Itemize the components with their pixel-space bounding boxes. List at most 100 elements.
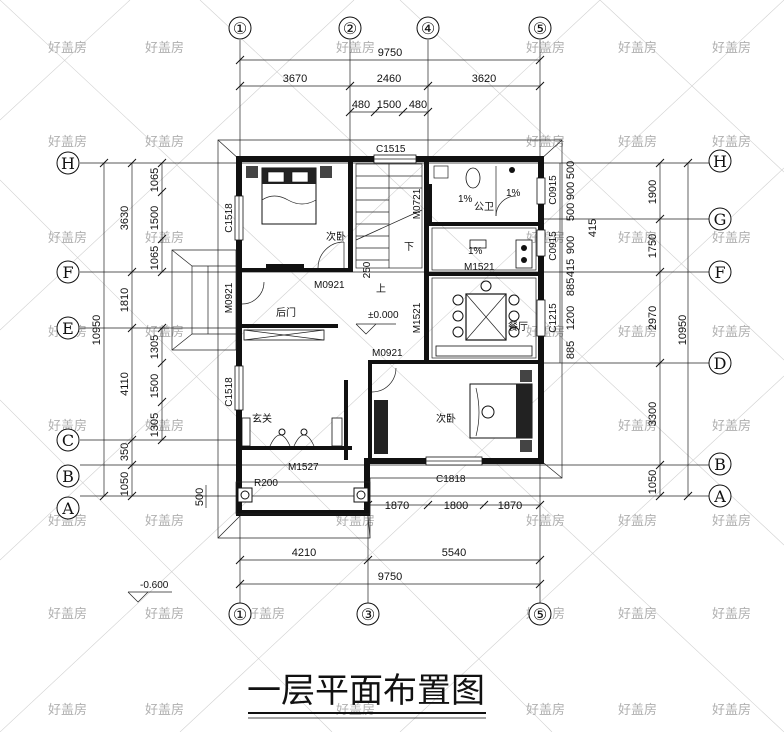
windows	[234, 154, 546, 466]
svg-text:④: ④	[421, 19, 435, 38]
svg-text:好盖房: 好盖房	[712, 230, 751, 246]
svg-text:后门: 后门	[276, 306, 296, 319]
svg-text:±0.000: ±0.000	[368, 310, 399, 321]
svg-text:D: D	[714, 354, 727, 373]
svg-text:好盖房: 好盖房	[712, 513, 751, 529]
svg-text:9750: 9750	[378, 571, 402, 583]
svg-text:E: E	[62, 319, 74, 338]
svg-text:-0.600: -0.600	[140, 580, 169, 591]
svg-text:好盖房: 好盖房	[48, 40, 87, 56]
svg-text:C0915: C0915	[548, 175, 559, 205]
svg-text:好盖房: 好盖房	[526, 324, 565, 340]
left-axis-markers: H F E C B A	[56, 151, 80, 520]
svg-text:③: ③	[361, 605, 375, 624]
svg-text:500: 500	[565, 161, 577, 179]
svg-text:F: F	[62, 263, 73, 282]
svg-text:好盖房: 好盖房	[145, 40, 184, 56]
drawing-title: 一层平面布置图	[247, 671, 486, 719]
svg-text:好盖房: 好盖房	[712, 702, 751, 718]
svg-text:1500: 1500	[149, 206, 161, 230]
svg-text:好盖房: 好盖房	[712, 324, 751, 340]
svg-text:415: 415	[565, 259, 577, 277]
svg-text:1305: 1305	[149, 335, 161, 359]
svg-text:好盖房: 好盖房	[618, 230, 657, 246]
svg-text:M0721: M0721	[412, 188, 423, 219]
svg-text:885: 885	[565, 278, 577, 296]
svg-text:1%: 1%	[458, 194, 473, 205]
right-dimensions: 10950 1900 1750 2970 3300 1050 500 900 5…	[559, 158, 693, 501]
svg-text:C1518: C1518	[224, 377, 235, 407]
svg-text:250: 250	[362, 261, 373, 278]
svg-text:1200: 1200	[565, 306, 577, 330]
svg-text:M1527: M1527	[288, 462, 319, 473]
bedroom-top-left: 次卧	[246, 166, 346, 269]
svg-text:1870: 1870	[498, 500, 522, 512]
svg-text:2970: 2970	[647, 306, 659, 330]
front-porch: R200 M1527	[235, 462, 371, 515]
svg-text:次卧: 次卧	[436, 412, 456, 425]
svg-text:1065: 1065	[149, 168, 161, 192]
svg-text:好盖房: 好盖房	[48, 606, 87, 622]
svg-text:C: C	[62, 431, 74, 450]
bathroom: 1% 公卫 1%	[433, 165, 521, 217]
svg-text:3620: 3620	[472, 73, 496, 85]
svg-text:1500: 1500	[149, 374, 161, 398]
svg-text:C1518: C1518	[224, 203, 235, 233]
svg-text:好盖房: 好盖房	[712, 134, 751, 150]
svg-text:玄关: 玄关	[252, 412, 272, 425]
svg-text:A: A	[713, 487, 726, 506]
svg-text:1%: 1%	[468, 246, 483, 257]
svg-text:10950: 10950	[677, 315, 689, 346]
svg-text:1800: 1800	[444, 500, 468, 512]
svg-text:R200: R200	[254, 478, 278, 489]
svg-text:②: ②	[343, 19, 357, 38]
svg-text:好盖房: 好盖房	[48, 418, 87, 434]
svg-text:3300: 3300	[647, 402, 659, 426]
svg-text:350: 350	[119, 443, 131, 461]
svg-text:好盖房: 好盖房	[526, 40, 565, 56]
svg-text:1500: 1500	[377, 99, 401, 111]
svg-text:好盖房: 好盖房	[48, 134, 87, 150]
outdoor-elevation: -0.600	[127, 580, 172, 603]
svg-text:⑤: ⑤	[533, 19, 547, 38]
bottom-axis-markers: ① ③ ⑤	[228, 602, 552, 626]
svg-text:415: 415	[587, 219, 599, 237]
svg-text:⑤: ⑤	[533, 605, 547, 624]
svg-text:H: H	[713, 152, 727, 171]
svg-text:900: 900	[565, 182, 577, 200]
svg-text:1%: 1%	[506, 188, 521, 199]
svg-text:C1215: C1215	[548, 303, 559, 333]
svg-text:好盖房: 好盖房	[526, 134, 565, 150]
svg-text:好盖房: 好盖房	[145, 230, 184, 246]
svg-text:1810: 1810	[119, 288, 131, 312]
svg-text:好盖房: 好盖房	[246, 606, 285, 622]
svg-text:1870: 1870	[385, 500, 409, 512]
svg-text:好盖房: 好盖房	[712, 606, 751, 622]
svg-text:C1515: C1515	[376, 144, 406, 155]
svg-text:好盖房: 好盖房	[618, 40, 657, 56]
svg-text:1900: 1900	[647, 180, 659, 204]
svg-text:M0921: M0921	[224, 282, 235, 313]
staircase: 上 下 250	[355, 163, 423, 295]
svg-text:3630: 3630	[119, 206, 131, 230]
svg-text:4110: 4110	[119, 372, 131, 396]
svg-text:5540: 5540	[442, 547, 466, 559]
svg-text:1065: 1065	[149, 246, 161, 270]
svg-text:好盖房: 好盖房	[618, 702, 657, 718]
top-axis-markers: ① ② ④ ⑤	[228, 16, 552, 40]
svg-text:好盖房: 好盖房	[618, 324, 657, 340]
svg-text:好盖房: 好盖房	[618, 134, 657, 150]
entry-hall: 玄关	[241, 412, 343, 447]
svg-text:H: H	[61, 154, 75, 173]
svg-text:好盖房: 好盖房	[618, 606, 657, 622]
svg-text:M0921: M0921	[372, 348, 403, 359]
svg-text:好盖房: 好盖房	[712, 418, 751, 434]
svg-text:好盖房: 好盖房	[48, 702, 87, 718]
svg-text:好盖房: 好盖房	[526, 513, 565, 529]
kitchen: 1%	[431, 227, 537, 271]
svg-text:上: 上	[376, 283, 386, 295]
svg-text:公卫: 公卫	[474, 202, 494, 213]
svg-text:885: 885	[565, 341, 577, 359]
back-door-area: 后门 ±0.000	[241, 281, 399, 341]
